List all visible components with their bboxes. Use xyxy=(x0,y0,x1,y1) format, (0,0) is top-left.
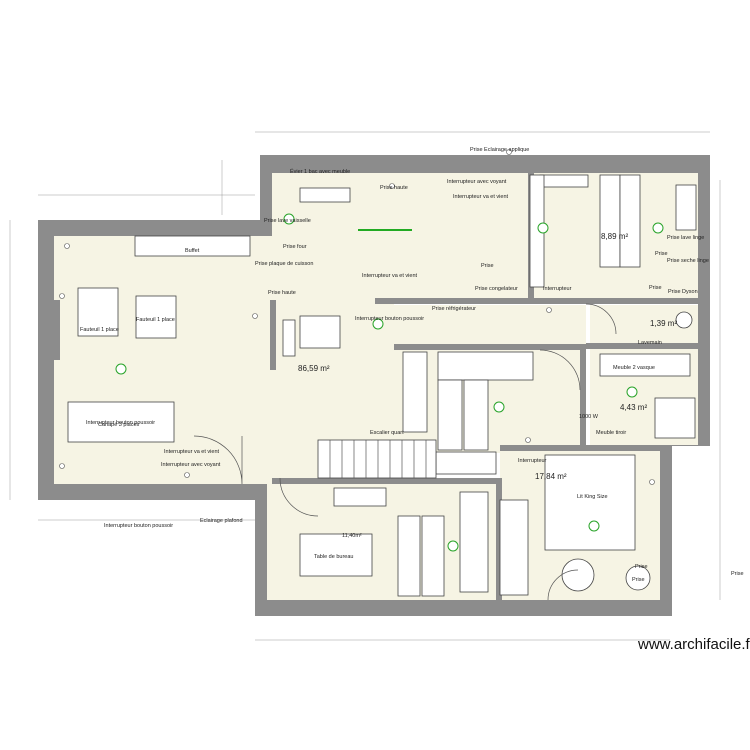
label-meuble-vasque: Meuble 2 vasque xyxy=(613,365,655,371)
area-sdb: 4,43 m² xyxy=(620,403,647,412)
label-lit: Lit King Size xyxy=(577,494,608,500)
label-fauteuil-2: Fauteuil 1 place xyxy=(136,317,175,323)
watermark: www.archifacile.fr xyxy=(637,636,750,653)
walls xyxy=(38,155,710,616)
desk xyxy=(299,533,373,577)
label-prise-lave-linge: Prise lave linge xyxy=(667,235,704,241)
area-chambre-2: 17,84 m² xyxy=(535,472,567,481)
label-table-bureau: Table de bureau xyxy=(314,554,353,560)
label-prise-dyson: Prise Dyson xyxy=(668,289,698,295)
label-interrupteur-voyant: Interrupteur avec voyant xyxy=(447,179,507,185)
label-prise-3: Prise xyxy=(655,251,668,257)
label-prise-four: Prise four xyxy=(283,244,307,250)
label-prise-congelateur: Prise congelateur xyxy=(475,286,518,292)
label-interrupteur: Interrupteur xyxy=(543,286,572,292)
annotations: Prise Eclairage applique Évier 1 bac ave… xyxy=(80,147,744,583)
stairs xyxy=(317,439,437,479)
armchair-1 xyxy=(77,287,119,337)
label-prise: Prise xyxy=(481,263,494,269)
buffet xyxy=(134,235,251,257)
label-interrupteur-va-vient: Interrupteur va et vient xyxy=(453,194,509,200)
label-prise-plaque: Prise plaque de cuisson xyxy=(255,261,313,267)
area-chambre-1: 8,89 m² xyxy=(601,232,628,241)
label-prise-lave-vaisselle: Prise lave vaisselle xyxy=(264,218,311,224)
sockets xyxy=(59,149,655,485)
dimension-lines xyxy=(9,131,721,641)
label-interrupteur-va-vient-low: Interrupteur va et vient xyxy=(164,449,220,455)
label-prise-eclairage: Prise Eclairage applique xyxy=(470,147,529,153)
label-eclairage-plafond: Eclairage plafond xyxy=(200,518,243,524)
label-prise-5: Prise xyxy=(632,577,645,583)
sofa xyxy=(67,401,175,443)
label-prise-2: Prise xyxy=(649,285,662,291)
label-canape: Canapé 3 places xyxy=(98,422,140,428)
label-evier: Évier 1 bac avec meuble xyxy=(290,168,350,175)
area-salon: 86,59 m² xyxy=(298,364,330,373)
label-prise-refrigerateur: Prise réfrigérateur xyxy=(432,306,476,312)
label-prise-right: Prise xyxy=(731,571,744,577)
label-lavemain: Lavemain xyxy=(638,340,662,346)
label-buffet: Buffet xyxy=(185,248,200,254)
label-dim-small: 1000 W xyxy=(579,414,599,420)
label-prise-seche-linge: Prise seche linge xyxy=(667,258,709,264)
label-fauteuil-1: Fauteuil 1 place xyxy=(80,327,119,333)
doors xyxy=(193,303,617,601)
sink-cabinet xyxy=(299,187,351,203)
ceiling-lights xyxy=(115,213,664,552)
fridge xyxy=(299,315,341,349)
area-bureau: 11,40m² xyxy=(342,533,362,539)
label-meuble-tiroir: Meuble tiroir xyxy=(596,430,626,436)
area-wc: 1,39 m² xyxy=(650,319,677,328)
label-interrupteur-voyant-low: Interrupteur avec voyant xyxy=(161,462,221,468)
label-prise-4: Prise xyxy=(635,564,648,570)
label-prise-haute: Prise haute xyxy=(380,185,408,191)
label-interrupteur-bouton-low: Interrupteur bouton poussoir xyxy=(104,523,173,529)
label-interrupteur-bouton-top: Interrupteur bouton poussoir xyxy=(355,316,424,322)
label-interrupteur-va-vient-2: Interrupteur va et vient xyxy=(362,273,418,279)
furniture xyxy=(67,174,697,597)
label-interrupteur-small: Interrupteur xyxy=(518,458,547,464)
label-interrupteur-bouton-mid: Interrupteur bouton poussoir xyxy=(86,420,155,426)
armchair-2 xyxy=(135,295,177,339)
label-escalier: Escalier quart xyxy=(370,430,404,436)
king-bed xyxy=(544,454,636,551)
label-prise-haute-2: Prise haute xyxy=(268,290,296,296)
